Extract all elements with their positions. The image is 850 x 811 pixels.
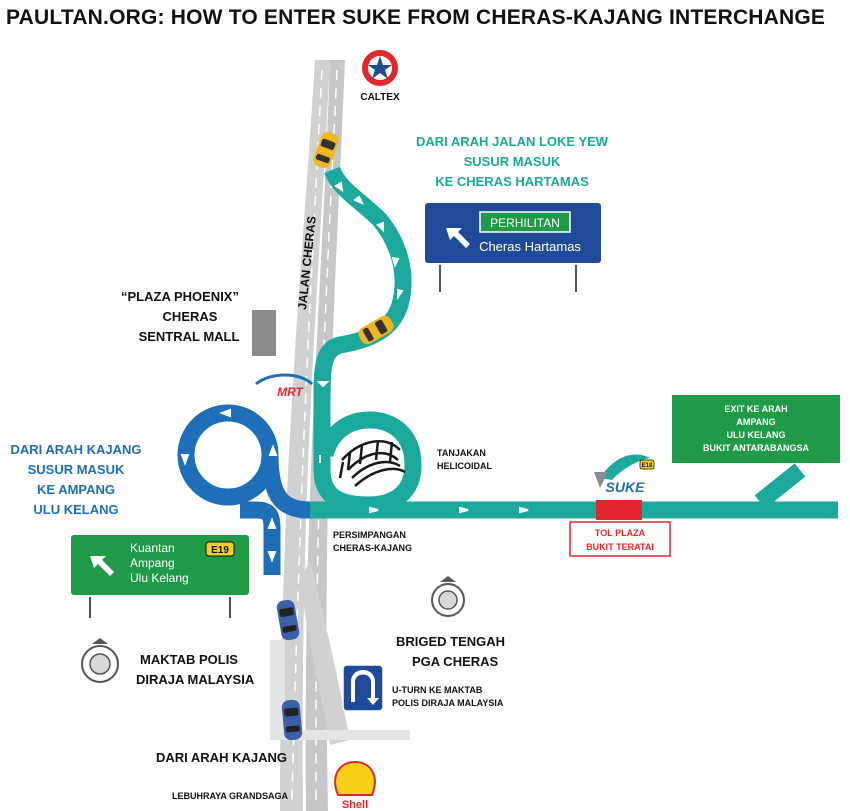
u-turn-icon <box>351 670 379 705</box>
svg-text:PGA CHERAS: PGA CHERAS <box>412 654 499 669</box>
teal-ramp-north <box>313 166 412 470</box>
teal-loop <box>313 411 422 514</box>
svg-text:EXIT KE ARAH: EXIT KE ARAH <box>724 404 787 414</box>
svg-text:SENTRAL MALL: SENTRAL MALL <box>139 329 240 344</box>
suke-logo: SUKE E18 <box>594 454 655 495</box>
svg-text:“PLAZA PHOENIX”: “PLAZA PHOENIX” <box>121 289 239 304</box>
svg-text:U-TURN KE MAKTAB: U-TURN KE MAKTAB <box>392 685 483 695</box>
tanjakan-label: TANJAKAN HELICOIDAL <box>437 448 493 471</box>
svg-text:Kuantan: Kuantan <box>130 541 175 555</box>
teal-exit-ramp <box>754 463 806 509</box>
toll-plaza-marker <box>596 500 642 520</box>
svg-text:AMPANG: AMPANG <box>736 417 775 427</box>
plaza-phoenix-label: “PLAZA PHOENIX” CHERAS SENTRAL MALL <box>121 289 239 344</box>
hartamas-sign: PERHILITAN Cheras Hartamas <box>423 201 603 292</box>
svg-text:SUSUR MASUK: SUSUR MASUK <box>464 154 561 169</box>
svg-text:DIRAJA MALAYSIA: DIRAJA MALAYSIA <box>136 672 255 687</box>
route-arrows <box>180 181 529 563</box>
map-title: PAULTAN.ORG: HOW TO ENTER SUKE FROM CHER… <box>6 6 826 29</box>
blue-connector <box>261 454 311 519</box>
mrt-logo: MRT <box>255 373 314 399</box>
svg-text:DARI ARAH KAJANG: DARI ARAH KAJANG <box>11 442 142 457</box>
blue-car-2 <box>281 699 303 741</box>
suke-label: SUKE <box>606 479 646 495</box>
maktab-label: MAKTAB POLIS DIRAJA MALAYSIA <box>136 652 255 687</box>
from-kajang-label: DARI ARAH KAJANG <box>156 750 287 765</box>
svg-text:DARI ARAH JALAN LOKE YEW: DARI ARAH JALAN LOKE YEW <box>416 134 609 149</box>
mrt-label: MRT <box>277 385 304 399</box>
persimpangan-label: PERSIMPANGAN CHERAS-KAJANG <box>333 530 412 553</box>
shell-logo: Shell <box>334 760 376 811</box>
svg-text:BRIGED TENGAH: BRIGED TENGAH <box>396 634 505 649</box>
yellow-car-north <box>313 131 339 169</box>
e19-badge: E19 <box>211 545 229 556</box>
svg-text:TANJAKAN: TANJAKAN <box>437 448 486 458</box>
arrow-up-left-icon <box>446 228 470 248</box>
svg-text:HELICOIDAL: HELICOIDAL <box>437 461 493 471</box>
helicoidal-ramp <box>338 439 406 487</box>
toll-plaza-label: TOL PLAZA BUKIT TERATAI <box>569 521 671 557</box>
blue-ramp <box>240 501 281 575</box>
blue-loop <box>177 404 279 506</box>
loke-yew-heading: DARI ARAH JALAN LOKE YEW SUSUR MASUK KE … <box>416 134 609 189</box>
plaza-phoenix-building <box>252 310 276 356</box>
perhilitan-label: PERHILITAN <box>490 216 560 230</box>
svg-text:Ampang: Ampang <box>130 556 175 570</box>
blue-car-1 <box>276 599 300 641</box>
svg-text:POLIS DIRAJA MALAYSIA: POLIS DIRAJA MALAYSIA <box>392 698 504 708</box>
uturn-label: U-TURN KE MAKTAB POLIS DIRAJA MALAYSIA <box>392 685 504 708</box>
police-crest-briged-icon <box>431 576 465 617</box>
svg-text:ULU KELANG: ULU KELANG <box>727 430 786 440</box>
briged-label: BRIGED TENGAH PGA CHERAS <box>396 634 505 669</box>
svg-text:BUKIT TERATAI: BUKIT TERATAI <box>586 542 654 552</box>
hartamas-dest: Cheras Hartamas <box>479 239 581 254</box>
teal-route <box>300 166 838 519</box>
arrow-up-left-icon <box>90 556 114 576</box>
svg-text:KE AMPANG: KE AMPANG <box>37 482 115 497</box>
police-crest-maktab-icon <box>81 638 119 683</box>
yellow-car-ramp <box>358 315 394 345</box>
exit-sign: EXIT KE ARAH AMPANG ULU KELANG BUKIT ANT… <box>672 395 840 463</box>
svg-text:PERSIMPANGAN: PERSIMPANGAN <box>333 530 406 540</box>
svg-text:SUSUR MASUK: SUSUR MASUK <box>28 462 125 477</box>
svg-text:ULU KELANG: ULU KELANG <box>33 502 118 517</box>
svg-text:Ulu Kelang: Ulu Kelang <box>130 571 189 585</box>
kuantan-sign: Kuantan Ampang Ulu Kelang E19 <box>69 533 251 618</box>
svg-text:CHERAS-KAJANG: CHERAS-KAJANG <box>333 543 412 553</box>
e18-badge: E18 <box>642 463 653 469</box>
caltex-logo: CALTEX <box>360 50 400 103</box>
svg-text:TOL PLAZA: TOL PLAZA <box>595 528 646 538</box>
caltex-label: CALTEX <box>360 92 400 103</box>
grandsaga-label: LEBUHRAYA GRANDSAGA <box>172 791 289 801</box>
svg-text:KE CHERAS HARTAMAS: KE CHERAS HARTAMAS <box>435 174 589 189</box>
svg-text:MAKTAB POLIS: MAKTAB POLIS <box>140 652 238 667</box>
svg-text:BUKIT ANTARABANGSA: BUKIT ANTARABANGSA <box>703 443 809 453</box>
svg-text:CHERAS: CHERAS <box>163 309 218 324</box>
uturn-sign <box>342 664 384 712</box>
kajang-ampang-heading: DARI ARAH KAJANG SUSUR MASUK KE AMPANG U… <box>11 442 142 517</box>
shell-label: Shell <box>342 799 368 811</box>
